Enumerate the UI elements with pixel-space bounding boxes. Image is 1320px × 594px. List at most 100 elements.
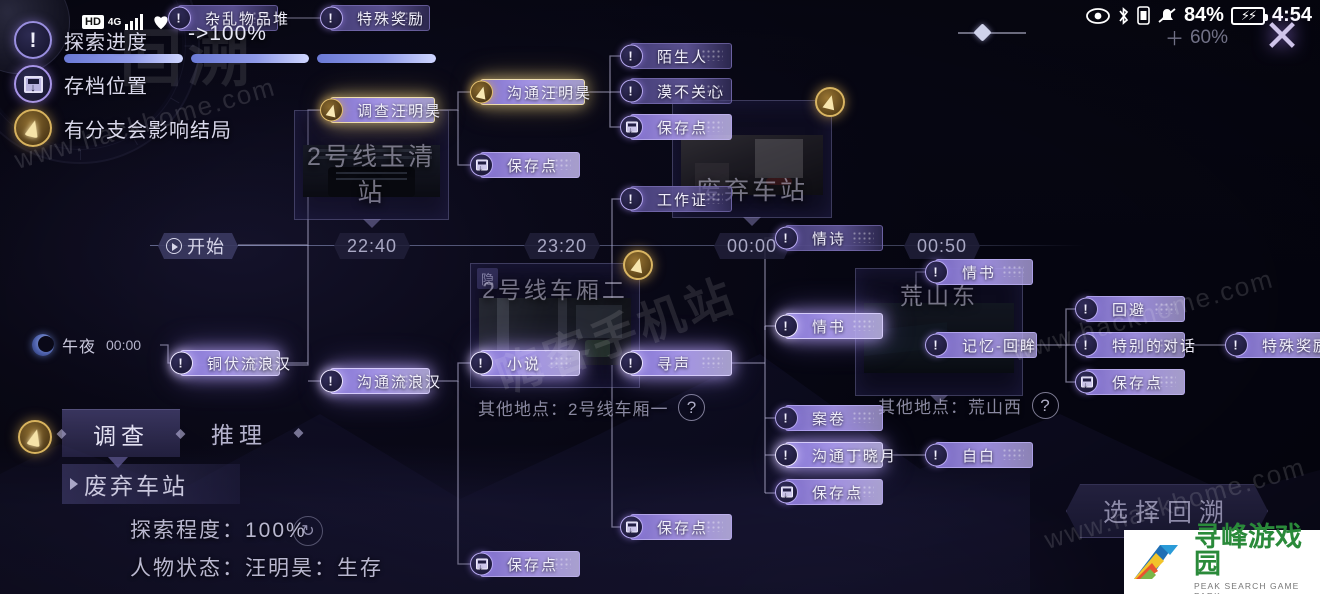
- story-node[interactable]: !情书: [775, 313, 883, 339]
- story-node[interactable]: !陌生人: [620, 43, 732, 69]
- node-dots-decor: [249, 356, 271, 368]
- story-node[interactable]: !记忆-回眸: [925, 332, 1037, 358]
- flame-icon: [623, 250, 653, 280]
- progress-label: ->100%: [188, 22, 267, 45]
- node-dots-decor: [701, 192, 723, 204]
- node-dots-decor: [852, 448, 874, 460]
- node-dots-decor: [549, 557, 571, 569]
- save-box-icon: [470, 552, 493, 576]
- exclamation-icon: !: [775, 443, 798, 467]
- story-node[interactable]: 调查汪明昊: [320, 97, 440, 123]
- exclamation-icon: !: [775, 406, 798, 430]
- exclamation-icon: [14, 21, 52, 59]
- node-dots-decor: [549, 158, 571, 170]
- heartbeat-icon: [154, 16, 168, 30]
- question-mark-icon[interactable]: ?: [1032, 392, 1059, 419]
- node-dots-decor: [701, 356, 723, 368]
- save-box-icon: [1075, 370, 1098, 394]
- exclamation-icon: !: [925, 260, 948, 284]
- other-location-row-mountain[interactable]: 其他地点：荒山西 ?: [878, 392, 1059, 419]
- slider-knob[interactable]: [973, 23, 992, 42]
- panel-tabs: 调查 推理: [56, 409, 304, 457]
- story-node[interactable]: !自白: [925, 442, 1033, 468]
- triangle-right-icon: [70, 478, 78, 490]
- story-node[interactable]: !情诗: [775, 225, 883, 251]
- timeline-mark-2320[interactable]: 23:20: [524, 233, 600, 259]
- story-node[interactable]: !漠不关心: [620, 78, 732, 104]
- story-node[interactable]: !铜伏流浪汉: [170, 350, 290, 376]
- save-box-icon: [775, 480, 798, 504]
- story-node[interactable]: 保存点: [1075, 369, 1185, 395]
- tab-caret-icon: [108, 457, 128, 468]
- story-node[interactable]: !沟通流浪汉: [320, 368, 440, 394]
- save-box-icon: [620, 115, 643, 139]
- location-pointer: [743, 217, 761, 226]
- other-location-row-train[interactable]: 其他地点：2号线车厢一 ?: [478, 394, 706, 421]
- clock-tick: [80, 150, 81, 160]
- close-icon[interactable]: ✕: [1263, 11, 1301, 61]
- exclamation-icon: !: [620, 351, 643, 375]
- timeline-mark-2240[interactable]: 22:40: [334, 233, 410, 259]
- other-location-label: 其他地点：荒山西: [878, 398, 1022, 417]
- story-node[interactable]: 保存点: [470, 152, 580, 178]
- story-node[interactable]: !情书: [925, 259, 1033, 285]
- timeline-mark-0050[interactable]: 00:50: [904, 233, 980, 259]
- plus-icon: ＋: [1164, 29, 1184, 50]
- hd-badge: HD: [82, 15, 104, 29]
- exclamation-icon: !: [1075, 297, 1098, 321]
- network-label: 4G: [107, 16, 122, 28]
- location-name: 2号线车厢二: [482, 277, 628, 303]
- exclamation-icon: !: [320, 6, 343, 30]
- node-dots-decor: [549, 356, 571, 368]
- flame-icon: [14, 109, 52, 147]
- location-name: 2号线玉清站: [307, 143, 436, 207]
- legend-label: 存档位置: [64, 75, 148, 98]
- question-mark-icon[interactable]: ?: [678, 394, 706, 421]
- sim-icon: [1137, 6, 1150, 25]
- timeline-start-chip[interactable]: 开始: [158, 233, 238, 259]
- story-node[interactable]: !沟通丁晓月: [775, 442, 895, 468]
- story-node[interactable]: 沟通汪明昊: [470, 79, 590, 105]
- location-pointer: [362, 219, 381, 228]
- node-dots-decor: [554, 85, 576, 97]
- refresh-icon[interactable]: ↻: [293, 516, 323, 546]
- midnight-marker: 午夜 00:00: [32, 333, 141, 357]
- story-node[interactable]: 保存点: [775, 479, 883, 505]
- story-node[interactable]: 保存点: [620, 114, 732, 140]
- exclamation-icon: !: [620, 44, 643, 68]
- midnight-label: 午夜: [62, 339, 97, 356]
- tab-reasoning[interactable]: 推理: [180, 409, 304, 457]
- exclamation-icon: !: [775, 314, 798, 338]
- story-node[interactable]: !特别的对话: [1075, 332, 1195, 358]
- flame-icon: [320, 98, 343, 122]
- story-node[interactable]: !工作证: [620, 186, 732, 212]
- current-location-pill[interactable]: 废弃车站: [62, 464, 240, 504]
- tab-label: 推理: [211, 422, 267, 448]
- zoom-slider[interactable]: [958, 23, 1026, 42]
- location-card-yuqing[interactable]: 2号线玉清站: [294, 110, 449, 228]
- story-node[interactable]: ! 案卷: [775, 405, 883, 431]
- legend-item-save: 存档位置: [14, 62, 232, 106]
- story-node-label: 沟通汪明昊: [507, 84, 593, 102]
- story-node[interactable]: 保存点: [470, 551, 580, 577]
- site-logo: 寻峰游戏园 PEAK SEARCH GAME PARK: [1124, 523, 1320, 594]
- story-node-label: 寻声: [657, 355, 692, 373]
- slider-track: [958, 32, 1026, 34]
- story-node[interactable]: !小说: [470, 350, 580, 376]
- moon-icon: [32, 334, 54, 356]
- node-dots-decor: [852, 231, 874, 243]
- story-node[interactable]: 保存点: [620, 514, 732, 540]
- story-node[interactable]: !特殊奖励: [1225, 332, 1320, 358]
- tab-investigate[interactable]: 调查: [56, 409, 186, 457]
- node-dots-decor: [1302, 338, 1320, 350]
- info-value: 汪明昊：生存: [245, 557, 383, 580]
- zoom-value-label: 60%: [1189, 26, 1228, 48]
- story-node[interactable]: !特殊奖励: [320, 5, 430, 31]
- story-node[interactable]: !回避: [1075, 296, 1185, 322]
- midnight-time: 00:00: [106, 337, 142, 353]
- story-node-label: 案卷: [812, 410, 847, 428]
- story-node-label: 情诗: [812, 230, 847, 248]
- bluetooth-icon: [1117, 6, 1130, 26]
- zoom-level-indicator: ＋ 60%: [1165, 24, 1228, 51]
- story-node[interactable]: ! 寻声: [620, 350, 732, 376]
